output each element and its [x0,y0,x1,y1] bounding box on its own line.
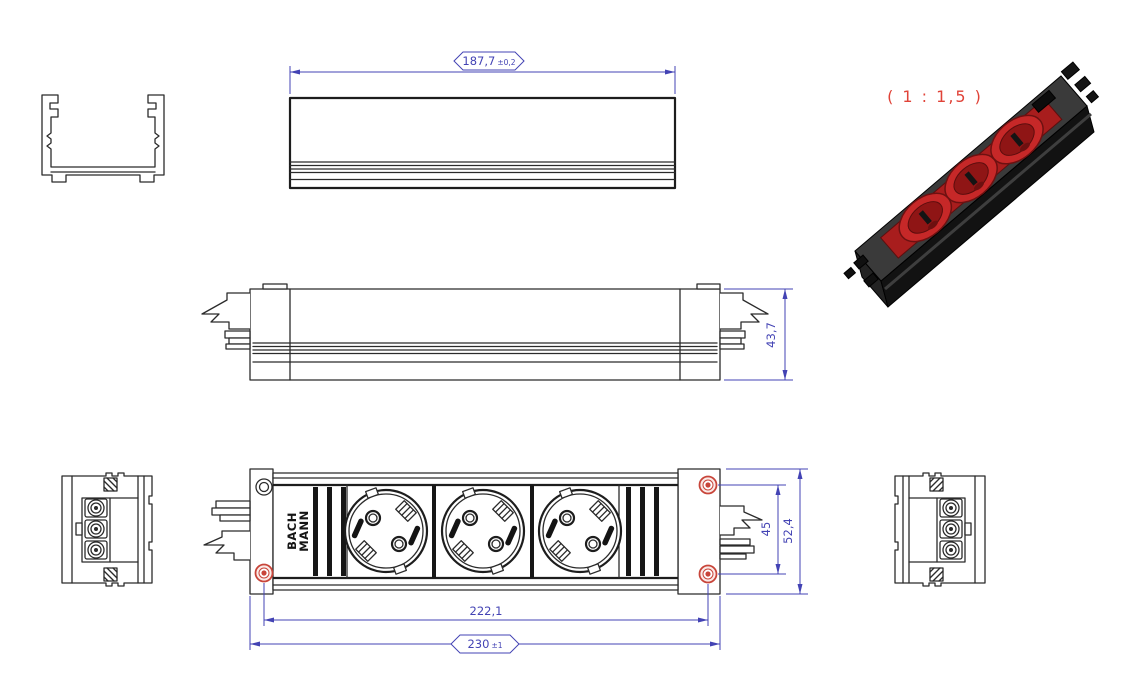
hole-span-dimension-label: 45 [759,522,773,537]
extrusion-profile-outline [41,94,165,183]
brand-label: BACHMANN [285,510,311,552]
corner-screw [255,478,273,496]
iso-socket-1 [898,192,953,243]
overall-length-dimension: 230±1 [249,596,721,654]
side-view-grooves [252,342,718,363]
side-top-tab-left [262,283,288,290]
front-view: BACHMANN [200,465,832,665]
end-view-left [52,468,164,593]
iso-power-strip [843,61,1100,308]
iso-socket-3 [990,114,1044,165]
fixing-screw-bottom [103,567,118,582]
front-right-latch [719,505,763,560]
mounting-hole-bottom-left [254,563,274,583]
rib-bars [313,487,659,576]
width-dimension-frame [453,51,525,71]
socket-divider-2 [530,485,534,578]
width-dimension-label: 187,7±0,2 [462,54,515,68]
terminal-screw-2 [84,519,108,539]
isometric-view: ( 1 : 1,5 ) [843,58,1145,308]
fixing-screw-top [103,477,118,492]
front-height-dimension: 52,4 [726,468,808,595]
overall-length-dimension-label: 230±1 [467,637,502,651]
top-view-grooves [289,161,676,181]
terminal-screw-1 [84,498,108,518]
hole-span-dimension: 45 [718,484,786,575]
scale-label: ( 1 : 1,5 ) [887,87,983,106]
section-profile-view [38,85,173,197]
socket-divider-1 [432,485,436,578]
top-view-outline [288,96,677,190]
side-view: 43,7 [195,283,810,391]
top-view: 187,7±0,2 [286,48,686,198]
side-view-outline [249,288,721,381]
hole-pitch-dimension: 222,1 [263,583,709,626]
overall-length-value: 230 [467,637,489,651]
height-dimension: 43,7 [724,288,793,381]
width-dim-tolerance: ±0,2 [497,58,515,67]
schuko-socket-1 [343,486,429,576]
end-view-right [883,468,995,593]
hole-pitch-dimension-label: 222,1 [470,604,503,618]
mounting-hole-top-right [698,475,718,495]
end-view-right-outline [894,472,986,587]
schuko-socket-3 [537,486,623,576]
iso-terminal-blocks [1060,61,1100,104]
overall-length-tolerance: ±1 [491,641,502,650]
schuko-socket-2 [440,486,526,576]
right-mount-latch [719,292,769,350]
iso-brand-plate [1031,89,1057,113]
terminal-screw-3 [84,540,108,560]
front-left-latch [203,500,251,561]
width-dim-value: 187,7 [462,54,495,68]
height-dimension-label: 43,7 [764,322,778,348]
front-height-dimension-label: 52,4 [781,518,795,544]
left-mount-latch [201,292,251,350]
brand-line1: BACH [285,512,299,550]
iso-end-details [843,254,879,288]
side-top-tab-right [696,283,721,290]
brand-line2: MANN [297,510,311,552]
iso-socket-2 [944,153,998,204]
mounting-hole-bottom-right [698,564,718,584]
